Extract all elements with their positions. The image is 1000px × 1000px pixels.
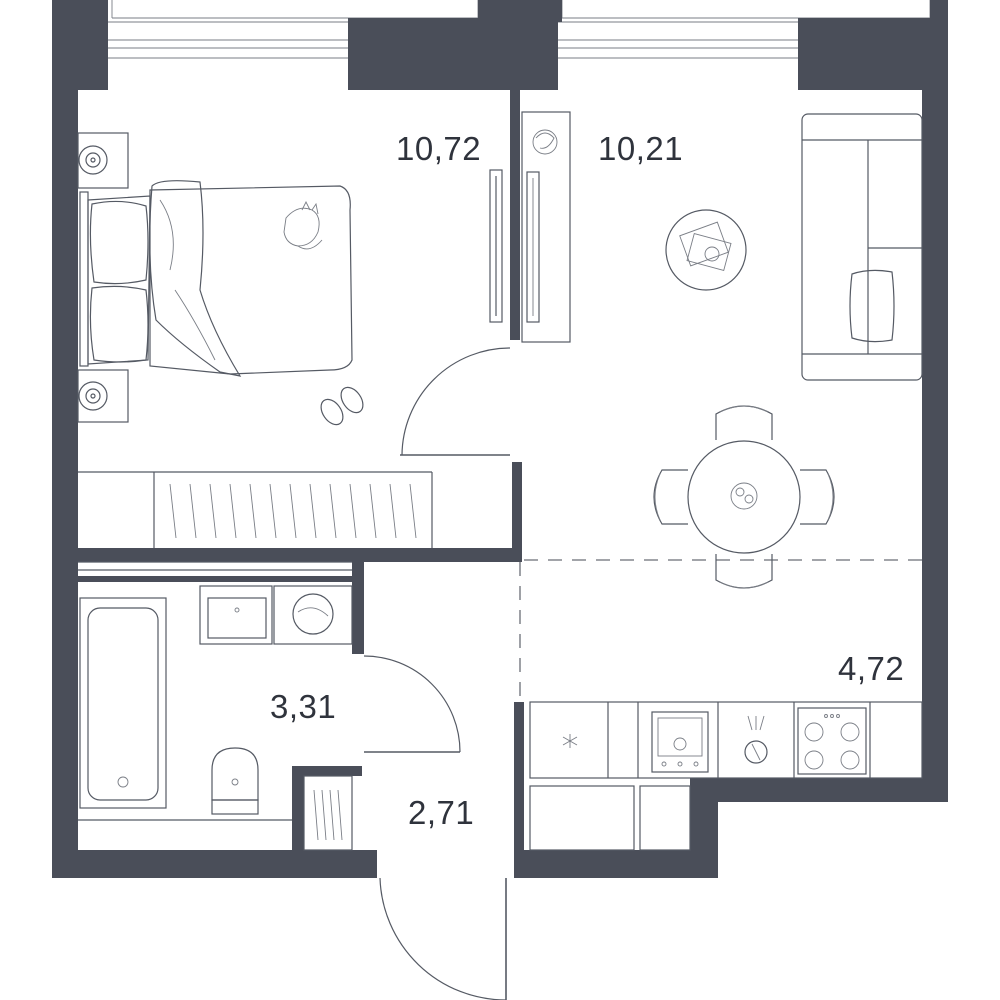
dining-chair-bottom [715,554,773,589]
bedroom-closet [78,471,433,548]
washbasin [199,585,273,645]
sink [744,715,768,764]
room-area-hallway: 2,71 [408,794,474,831]
nightstand-bottom [77,369,129,423]
bathroom: 3,31 [78,561,461,821]
slippers-icon [320,386,364,426]
bedroom: 10,72 [77,130,511,548]
washing-machine [273,585,353,645]
window-living [558,0,931,90]
bedroom-door [400,347,511,456]
bed [79,180,353,377]
dining-table [653,405,835,589]
sofa [801,113,923,381]
walls [52,0,948,878]
window-bedroom [108,0,479,90]
hallway: 2,71 [303,775,507,1000]
room-area-bathroom: 3,31 [270,688,336,725]
dining-chair-right [800,469,835,525]
nightstand-top [77,132,129,189]
room-area-bedroom: 10,72 [396,130,481,167]
entrance-door [379,877,507,1000]
plant-stand [521,111,571,343]
room-area-kitchen: 4,72 [838,650,904,687]
kitchen: 4,72 [529,650,923,851]
fridge-icon [562,734,578,748]
bedroom-wardrobe [489,169,503,323]
oven [651,711,709,773]
flower-vase-icon [730,482,758,510]
living-room: 10,21 [521,111,923,589]
dashed-zone-lines [519,559,922,700]
dining-chair-top [715,405,773,440]
cat-icon [283,200,323,250]
toilet [211,747,259,815]
cooktop [797,707,867,775]
room-area-living: 10,21 [598,130,683,167]
dining-chair-left [653,469,688,525]
coffee-table [665,209,747,291]
hallway-closet [303,775,353,851]
bathroom-door [363,655,461,753]
bathtub [79,597,167,809]
